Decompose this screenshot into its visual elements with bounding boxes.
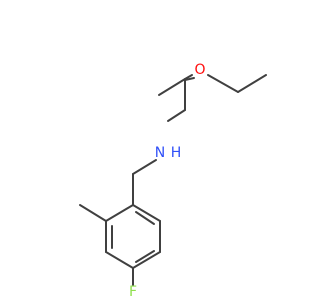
atom-n: N [155,145,165,161]
bond-n-ch2 [132,159,157,175]
molecule-structure [79,74,267,286]
bond-o-ch2 [207,74,239,93]
ring-bond-4 [105,251,134,269]
bond-ch2-ch3-end [237,74,267,93]
bond-ch3-ch2 [158,78,186,96]
molecule-canvas: O N H F [79,62,267,300]
atom-f: F [129,284,137,300]
bond-methyl [79,204,107,222]
ring-double-3 [135,211,155,225]
ring-bond-7 [132,204,161,222]
bond-o-ch2-down [184,77,195,81]
atom-labels: O N H F [129,62,206,300]
bond-ch2-o [184,74,193,80]
atom-h: H [171,145,182,161]
ring-double-2 [135,250,155,263]
ring-bond-2 [105,204,134,222]
bond-ch2-n [167,109,186,122]
atom-o: O [194,62,205,78]
ring-bond-5 [132,251,161,269]
